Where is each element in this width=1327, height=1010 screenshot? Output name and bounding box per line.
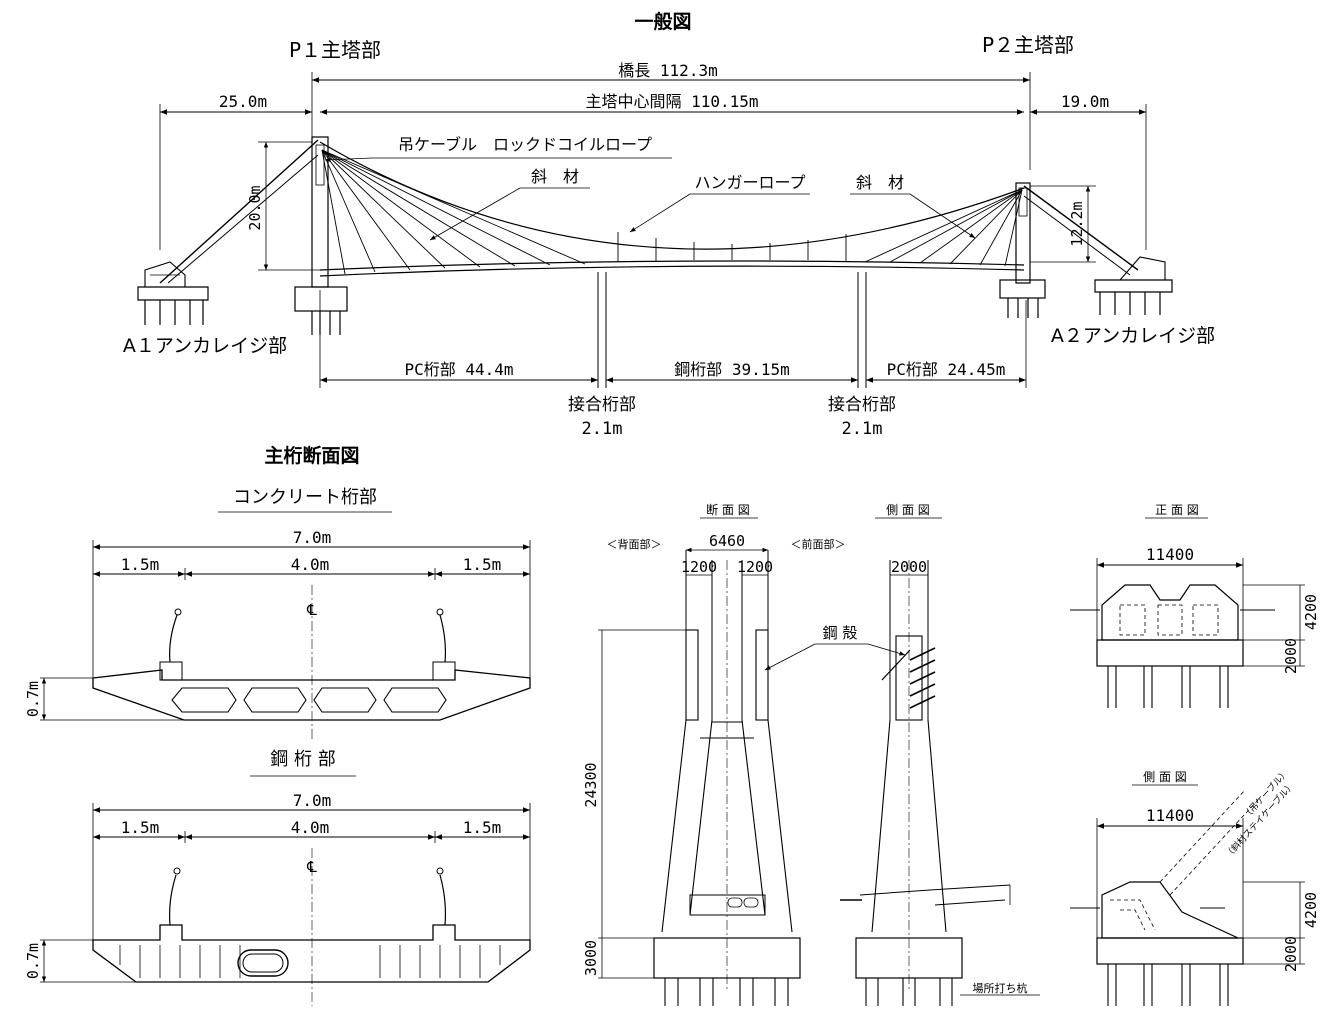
tower-left-col: 1200 xyxy=(681,558,717,576)
concrete-depth: 0.7m xyxy=(24,681,42,717)
steel-total-width: 7.0m xyxy=(293,791,332,810)
tower-height: 24300 xyxy=(582,762,600,807)
steel-depth: 0.7m xyxy=(24,943,42,979)
general-title: 一般図 xyxy=(634,10,691,33)
a1-anchorage xyxy=(137,261,209,325)
p2-stays xyxy=(864,189,1023,267)
anchorage-views: 正 面 図 11400 4200 2000 側 面 図 11400 xyxy=(1070,503,1320,1006)
a2-backstay xyxy=(1023,185,1139,271)
steel-center-width: 4.0m xyxy=(291,818,330,837)
anchorage-front-lower: 2000 xyxy=(1282,638,1300,674)
concrete-center-width: 4.0m xyxy=(291,555,330,574)
tower-spacing-text: 主塔中心間隔 110.15m xyxy=(585,92,758,111)
a2-anchorage-label: A２アンカレイジ部 xyxy=(1051,325,1215,347)
concrete-right-width: 1.5m xyxy=(463,555,502,574)
tower-section: 断 面 図 側 面 図 ＜背面部＞ ＜前面部＞ 6460 1200 1200 xyxy=(582,502,1040,1006)
anchorage-front-width: 11400 xyxy=(1146,545,1194,564)
tower-footing: 3000 xyxy=(582,940,600,976)
steel-left-width: 1.5m xyxy=(121,818,160,837)
concrete-left-width: 1.5m xyxy=(121,555,160,574)
diagonal-left-label: 斜 材 xyxy=(531,167,579,186)
tower-front-label: ＜前面部＞ xyxy=(791,537,846,551)
hangers xyxy=(617,232,847,262)
concrete-total-width: 7.0m xyxy=(293,528,332,547)
anchorage-front-title: 正 面 図 xyxy=(1155,503,1199,517)
left-height-text: 20.0m xyxy=(246,185,264,230)
diagonal-right-label: 斜 材 xyxy=(856,173,904,192)
deck-bottom xyxy=(319,265,1025,277)
joint-left-name: 接合桁部 xyxy=(568,395,636,415)
steel-girder-name: 鋼 桁 部 xyxy=(270,749,335,770)
main-cable-label: 吊ケーブル ロックドコイルロープ xyxy=(398,135,652,154)
pile-label: 場所打ち杭 xyxy=(973,981,1028,995)
anchorage-side-title: 側 面 図 xyxy=(1143,770,1187,784)
anchorage-side-upper: 4200 xyxy=(1302,892,1320,928)
tower-back-label: ＜背面部＞ xyxy=(607,537,662,551)
anchorage-front-upper: 4200 xyxy=(1302,594,1320,630)
tower-side-title: 側 面 図 xyxy=(886,503,930,517)
left-span-text: 25.0m xyxy=(219,92,267,111)
tower-spacing-dimension: 主塔中心間隔 110.15m xyxy=(320,92,1024,115)
a1-backstay xyxy=(159,139,319,284)
p1-tower-label: P１主塔部 xyxy=(289,38,381,62)
deck-top xyxy=(319,260,1025,271)
tower-width: 6460 xyxy=(709,532,745,550)
joint-left-length: 2.1m xyxy=(582,419,623,439)
bridge-length-text: 橋長 112.3m xyxy=(618,61,717,80)
p2-tower-label: P２主塔部 xyxy=(982,33,1074,57)
a1-anchorage-label: A１アンカレイジ部 xyxy=(123,335,287,357)
anchorage-side-width: 11400 xyxy=(1146,806,1194,825)
pc-right-text: PC桁部 24.45m xyxy=(887,360,1006,379)
girder-title: 主桁断面図 xyxy=(264,444,359,467)
tower-right-col: 1200 xyxy=(737,558,773,576)
anchorage-stay-cable: （斜材ステイケーブル） xyxy=(1222,779,1297,860)
girder-section: 主桁断面図 コンクリート桁部 7.0m 1.5m 4.0m 1.5m ℄ xyxy=(24,444,531,1006)
right-height-text: 12.2m xyxy=(1068,201,1086,246)
right-span-dimension: 19.0m xyxy=(1030,92,1147,250)
p1-stays xyxy=(321,149,586,275)
a2-anchorage xyxy=(1094,256,1173,315)
hanger-label: ハンガーロープ xyxy=(694,173,805,192)
steel-centerline: ℄ xyxy=(306,858,317,876)
left-span-dimension: 25.0m xyxy=(159,92,312,250)
pc-left-text: PC桁部 44.4m xyxy=(404,360,513,379)
concrete-girder-section: コンクリート桁部 7.0m 1.5m 4.0m 1.5m ℄ xyxy=(24,487,531,740)
tower-section-title: 断 面 図 xyxy=(706,502,750,517)
steel-right-width: 1.5m xyxy=(463,818,502,837)
right-span-text: 19.0m xyxy=(1061,92,1109,111)
joint-right-name: 接合桁部 xyxy=(828,395,896,415)
concrete-girder-name: コンクリート桁部 xyxy=(233,487,377,508)
concrete-centerline: ℄ xyxy=(306,601,317,619)
steel-girder-text: 鋼桁部 39.15m xyxy=(674,360,789,379)
p2-tower xyxy=(999,182,1046,318)
steel-girder-section: 鋼 桁 部 7.0m 1.5m 4.0m 1.5m ℄ xyxy=(24,749,531,1006)
anchorage-side-lower: 2000 xyxy=(1282,936,1300,972)
general-view: 一般図 P１主塔部 P２主塔部 橋長 112.3m 主塔中心間隔 110.15m… xyxy=(123,10,1215,439)
joint-right-length: 2.1m xyxy=(842,419,883,439)
steel-shell-label: 鋼 殻 xyxy=(823,624,858,642)
bridge-length-dimension: 橋長 112.3m xyxy=(311,61,1031,170)
